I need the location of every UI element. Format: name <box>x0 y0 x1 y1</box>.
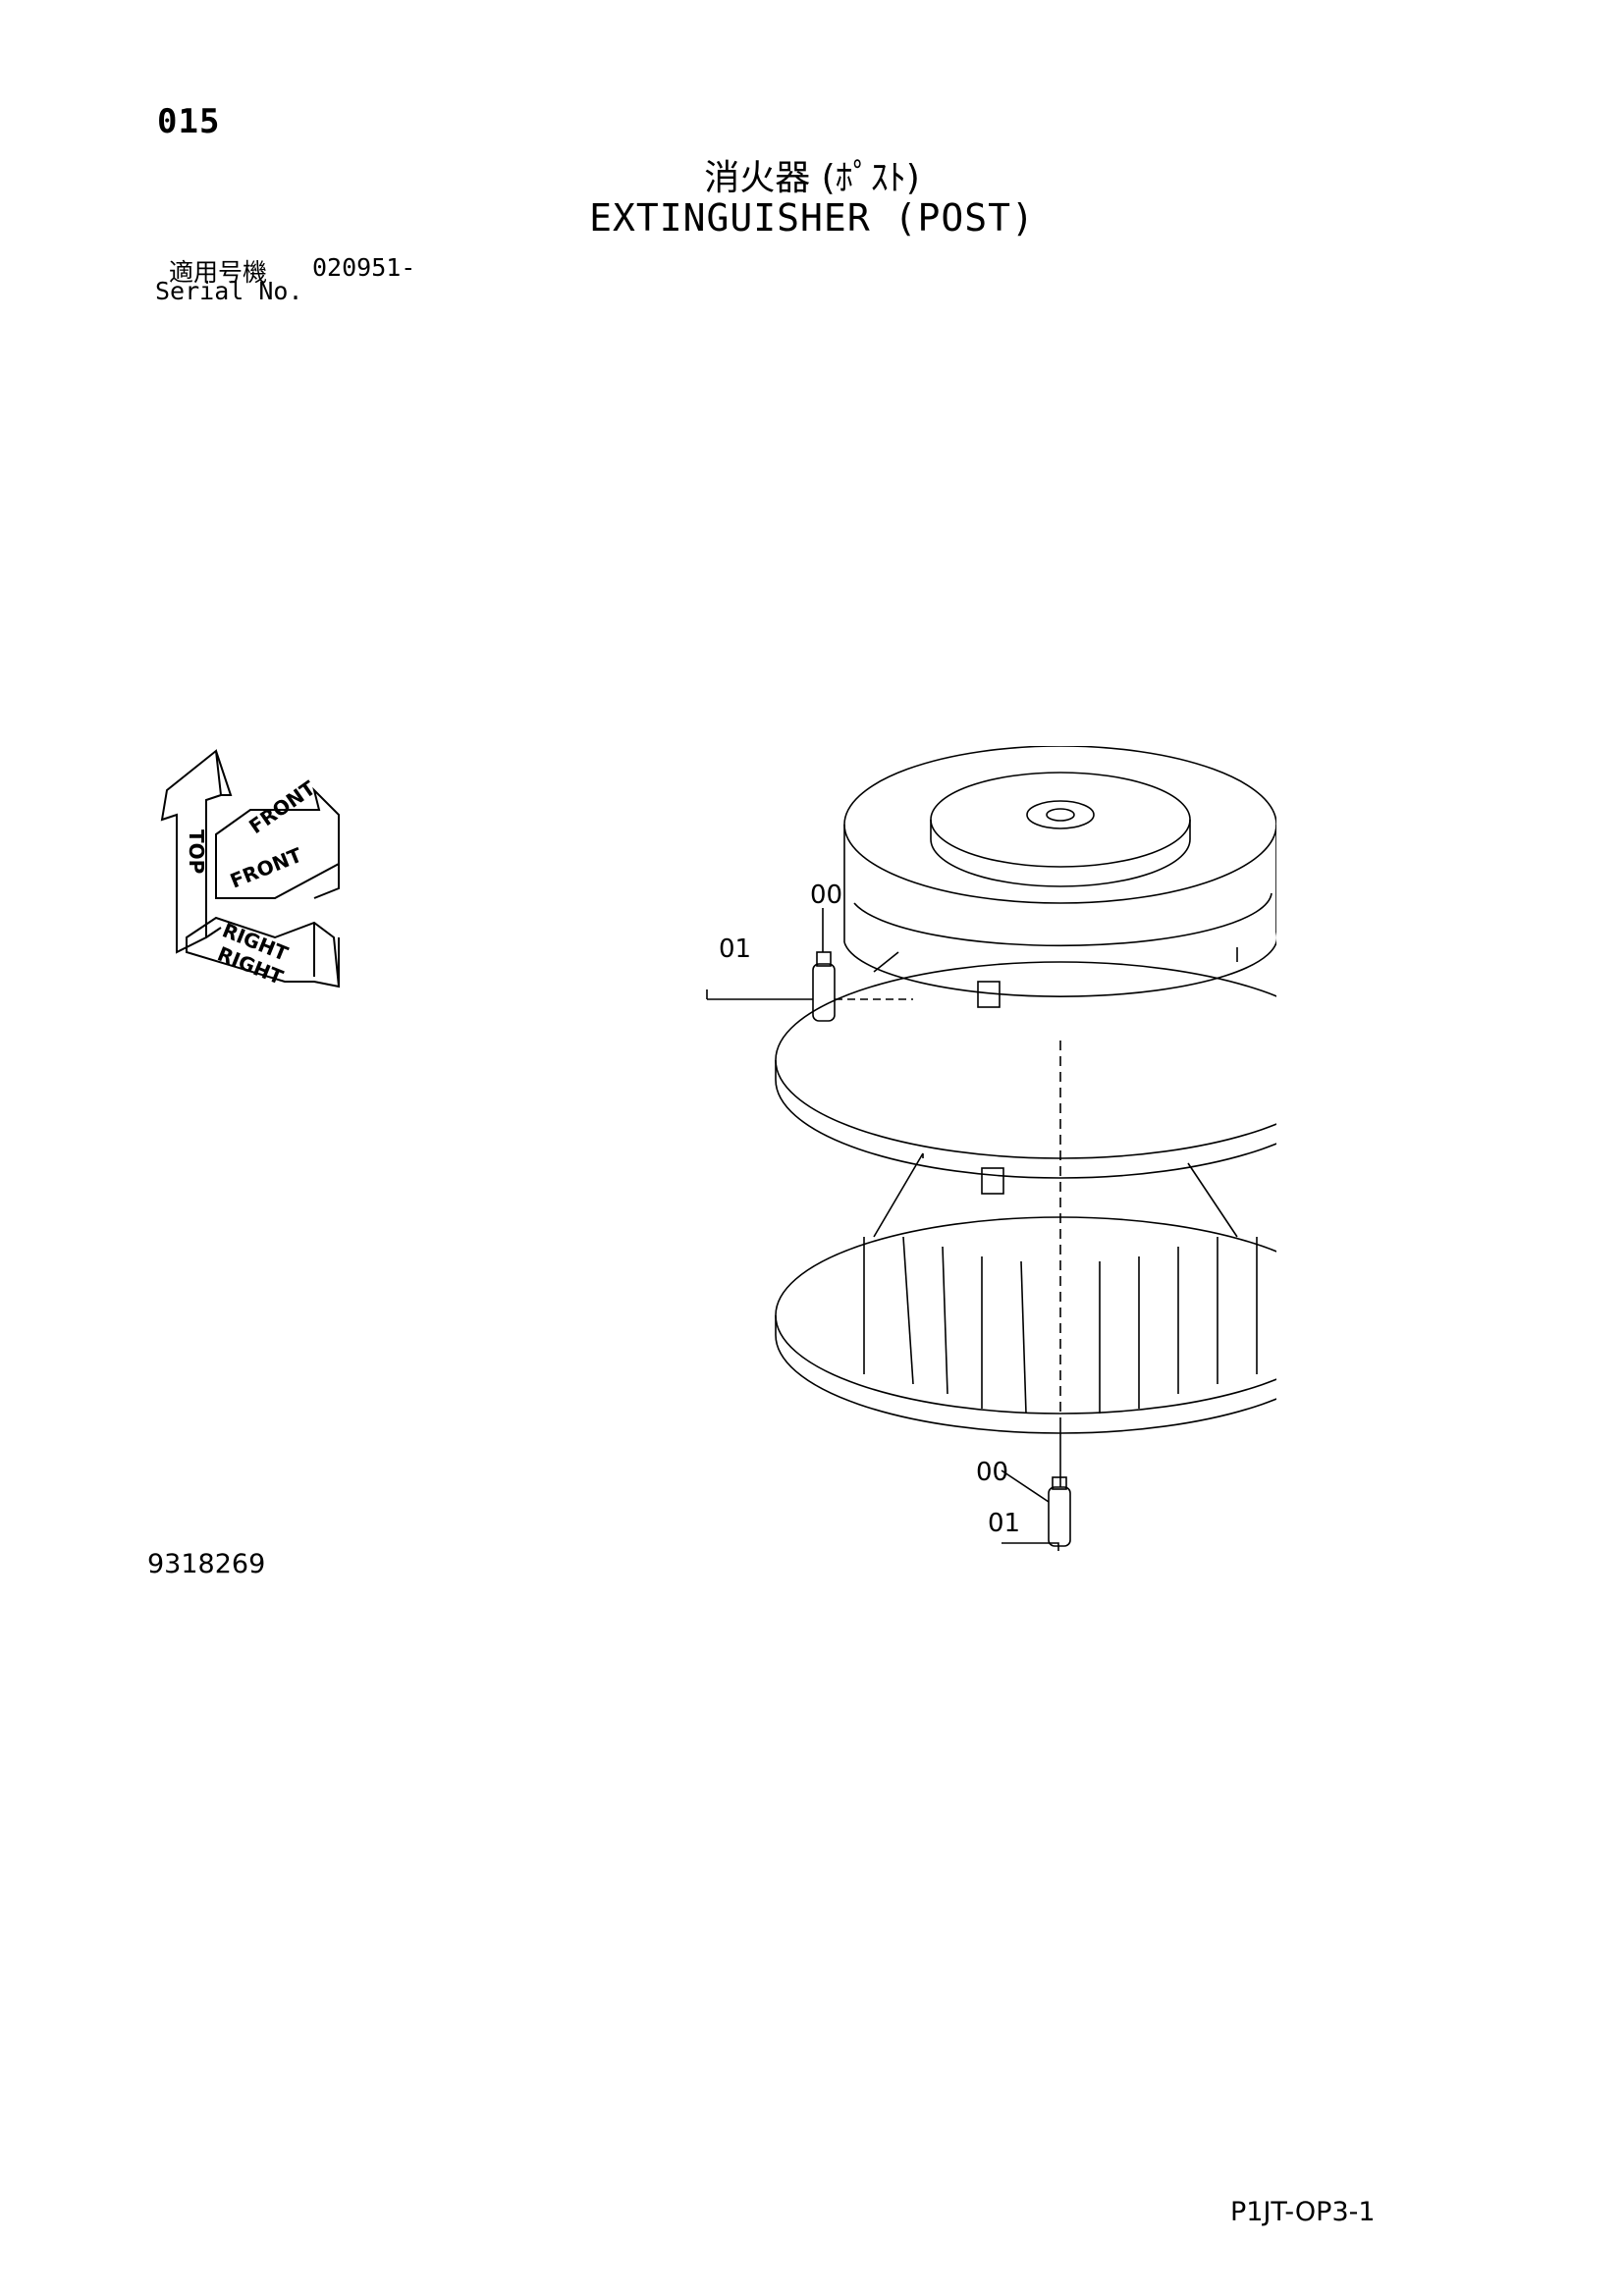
callout-lower-01: 01 <box>988 1509 1020 1538</box>
callout-lower-00: 00 <box>976 1458 1008 1487</box>
serial-label-japanese: 適用号機 <box>169 258 268 287</box>
sheet-id: P1JT-OP3-1 <box>1230 2197 1376 2227</box>
callout-upper-01: 01 <box>719 934 751 964</box>
lower-extinguisher-icon <box>1001 1469 1071 1551</box>
page-number: 015 <box>157 102 221 141</box>
orientation-front-label: FRONT <box>244 775 320 838</box>
title-japanese: 消火器 (ﾎﾟｽﾄ) <box>704 158 920 198</box>
lower-callouts: 00 01 <box>976 1458 1020 1538</box>
serial-value: 020951- <box>312 253 416 282</box>
title-english: EXTINGUISHER (POST) <box>589 196 1035 240</box>
orientation-indicator: TOP FRONT FRONT RIGHT RIGHT <box>160 749 341 989</box>
orientation-top-label: TOP <box>185 829 208 874</box>
figure-number: 9318269 <box>147 1549 266 1579</box>
callout-upper-00: 00 <box>810 881 842 910</box>
upper-extinguisher-icon <box>706 908 913 1022</box>
serial-label-english: Serial No. <box>155 277 303 305</box>
orientation-front-label-2: FRONT <box>227 843 305 893</box>
post-illustration: 00 01 <box>706 746 1276 1551</box>
